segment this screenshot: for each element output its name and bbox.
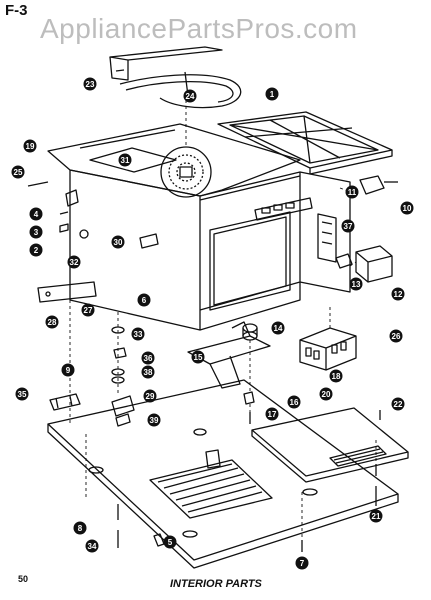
svg-text:38: 38 bbox=[144, 368, 153, 377]
svg-text:3: 3 bbox=[34, 228, 39, 237]
callout-26: 26 bbox=[389, 329, 403, 343]
callout-29: 29 bbox=[143, 389, 157, 403]
relay-part bbox=[355, 245, 393, 283]
callout-34: 34 bbox=[85, 539, 99, 553]
callout-7: 7 bbox=[295, 556, 309, 570]
svg-text:19: 19 bbox=[26, 142, 35, 151]
svg-text:7: 7 bbox=[300, 559, 305, 568]
svg-text:5: 5 bbox=[168, 538, 173, 547]
callout-3: 3 bbox=[29, 225, 43, 239]
callout-11: 11 bbox=[345, 185, 359, 199]
callout-14: 14 bbox=[271, 321, 285, 335]
svg-text:24: 24 bbox=[186, 92, 195, 101]
svg-text:11: 11 bbox=[348, 188, 357, 197]
svg-text:23: 23 bbox=[86, 80, 95, 89]
bracket-plate-part bbox=[37, 281, 97, 303]
svg-text:15: 15 bbox=[194, 353, 203, 362]
svg-text:17: 17 bbox=[268, 410, 277, 419]
callout-16: 16 bbox=[287, 395, 301, 409]
watermark: AppliancePartsPros.com bbox=[40, 13, 358, 44]
callout-2: 2 bbox=[29, 243, 43, 257]
svg-text:13: 13 bbox=[352, 280, 361, 289]
callout-17: 17 bbox=[265, 407, 279, 421]
figure-code: F-3 bbox=[5, 2, 28, 19]
svg-text:27: 27 bbox=[84, 306, 93, 315]
svg-text:1: 1 bbox=[270, 90, 275, 99]
svg-text:6: 6 bbox=[142, 296, 147, 305]
svg-text:4: 4 bbox=[34, 210, 39, 219]
svg-text:12: 12 bbox=[394, 290, 403, 299]
svg-text:30: 30 bbox=[114, 238, 123, 247]
callout-21: 21 bbox=[369, 509, 383, 523]
svg-text:8: 8 bbox=[78, 524, 83, 533]
callout-24: 24 bbox=[183, 89, 197, 103]
callout-13: 13 bbox=[349, 277, 363, 291]
svg-text:25: 25 bbox=[14, 168, 23, 177]
svg-text:37: 37 bbox=[344, 222, 353, 231]
svg-text:21: 21 bbox=[372, 512, 381, 521]
callout-15: 15 bbox=[191, 350, 205, 364]
callout-28: 28 bbox=[45, 315, 59, 329]
left-small-parts bbox=[27, 181, 89, 239]
svg-text:26: 26 bbox=[392, 332, 401, 341]
callout-38: 38 bbox=[141, 365, 155, 379]
bottom-cover-part bbox=[251, 407, 409, 483]
alignment-lines bbox=[69, 100, 377, 538]
callout-19: 19 bbox=[23, 139, 37, 153]
page-number: 50 bbox=[18, 574, 29, 584]
callout-36: 36 bbox=[141, 351, 155, 365]
callout-33: 33 bbox=[131, 327, 145, 341]
terminal-block-part bbox=[299, 327, 357, 371]
mount-bracket-part bbox=[139, 233, 159, 249]
svg-text:39: 39 bbox=[150, 416, 159, 425]
figure-caption: INTERIOR PARTS bbox=[170, 578, 262, 590]
callout-35: 35 bbox=[15, 387, 29, 401]
capacitor-part bbox=[359, 175, 398, 195]
svg-text:9: 9 bbox=[66, 366, 71, 375]
callout-12: 12 bbox=[391, 287, 405, 301]
top-bracket-part bbox=[109, 46, 223, 81]
callout-32: 32 bbox=[67, 255, 81, 269]
base-plate-part bbox=[47, 379, 399, 569]
callout-10: 10 bbox=[400, 201, 414, 215]
callout-22: 22 bbox=[391, 397, 405, 411]
svg-text:35: 35 bbox=[18, 390, 27, 399]
coupler-part bbox=[243, 391, 255, 424]
svg-text:31: 31 bbox=[121, 156, 130, 165]
svg-text:22: 22 bbox=[394, 400, 403, 409]
fastener-stack-part bbox=[111, 326, 135, 427]
side-panel-part bbox=[299, 171, 351, 293]
callout-30: 30 bbox=[111, 235, 125, 249]
oven-cavity-part bbox=[69, 169, 313, 331]
svg-text:28: 28 bbox=[48, 318, 57, 327]
callout-8: 8 bbox=[73, 521, 87, 535]
connector-part bbox=[335, 253, 353, 269]
svg-text:14: 14 bbox=[274, 324, 283, 333]
callout-37: 37 bbox=[341, 219, 355, 233]
svg-text:32: 32 bbox=[70, 258, 79, 267]
svg-text:29: 29 bbox=[146, 392, 155, 401]
callout-25: 25 bbox=[11, 165, 25, 179]
svg-text:34: 34 bbox=[88, 542, 97, 551]
callout-4: 4 bbox=[29, 207, 43, 221]
svg-text:36: 36 bbox=[144, 354, 153, 363]
callout-9: 9 bbox=[61, 363, 75, 377]
callout-27: 27 bbox=[81, 303, 95, 317]
callout-1: 1 bbox=[265, 87, 279, 101]
callout-18: 18 bbox=[329, 369, 343, 383]
svg-text:33: 33 bbox=[134, 330, 143, 339]
callout-23: 23 bbox=[83, 77, 97, 91]
svg-text:10: 10 bbox=[403, 204, 412, 213]
svg-text:16: 16 bbox=[290, 398, 299, 407]
callout-5: 5 bbox=[163, 535, 177, 549]
svg-text:2: 2 bbox=[34, 246, 39, 255]
svg-text:20: 20 bbox=[322, 390, 331, 399]
callout-39: 39 bbox=[147, 413, 161, 427]
callout-6: 6 bbox=[137, 293, 151, 307]
callout-20: 20 bbox=[319, 387, 333, 401]
svg-text:18: 18 bbox=[332, 372, 341, 381]
callout-31: 31 bbox=[118, 153, 132, 167]
